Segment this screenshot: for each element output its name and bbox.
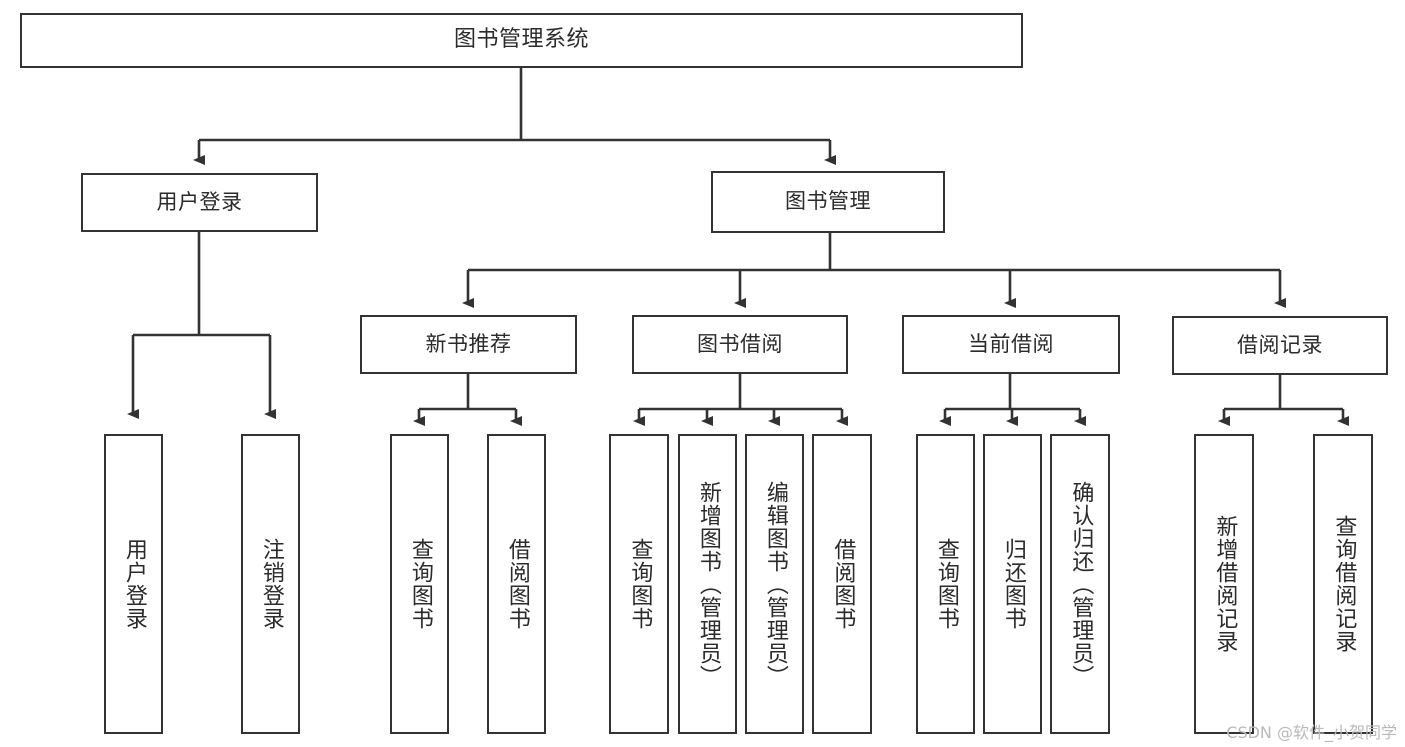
- node-current-borrowing[interactable]: 当前借阅: [902, 315, 1120, 374]
- node-label: 编辑图书（管理员）: [762, 480, 788, 688]
- node-book-management[interactable]: 图书管理: [711, 171, 945, 233]
- leaf-new-book-borrow-book[interactable]: 借阅图书: [487, 434, 546, 734]
- leaf-current-borrow-query-book[interactable]: 查询图书: [916, 434, 975, 734]
- leaf-new-book-query-book[interactable]: 查询图书: [390, 434, 449, 734]
- node-label: 查询图书: [933, 538, 959, 630]
- leaf-book-borrow-borrow-book[interactable]: 借阅图书: [812, 434, 872, 734]
- node-label: 查询图书: [627, 538, 653, 630]
- node-label: 借阅图书: [830, 538, 856, 630]
- node-label: 查询图书: [407, 538, 433, 630]
- node-label: 新书推荐: [425, 331, 512, 356]
- leaf-borrow-record-add-record[interactable]: 新增借阅记录: [1194, 434, 1254, 734]
- leaf-user-login-logout[interactable]: 注销登录: [241, 434, 300, 734]
- node-label: 用户登录: [121, 538, 147, 630]
- leaf-current-borrow-confirm-return-admin[interactable]: 确认归还（管理员）: [1050, 434, 1110, 734]
- leaf-book-borrow-query-book[interactable]: 查询图书: [609, 434, 669, 734]
- node-label: 借阅记录: [1237, 332, 1323, 357]
- node-label: 查询借阅记录: [1331, 515, 1357, 653]
- leaf-book-borrow-add-book-admin[interactable]: 新增图书（管理员）: [678, 434, 737, 734]
- leaf-borrow-record-query-record[interactable]: 查询借阅记录: [1313, 434, 1373, 734]
- node-root-book-management-system[interactable]: 图书管理系统: [20, 13, 1023, 68]
- node-label: 图书借阅: [697, 331, 783, 356]
- node-user-login[interactable]: 用户登录: [81, 173, 318, 232]
- node-book-borrowing[interactable]: 图书借阅: [632, 315, 848, 374]
- node-label: 借阅图书: [504, 538, 530, 630]
- leaf-book-borrow-edit-book-admin[interactable]: 编辑图书（管理员）: [745, 434, 804, 734]
- node-label: 图书管理系统: [453, 27, 589, 53]
- node-borrowing-record[interactable]: 借阅记录: [1172, 316, 1388, 375]
- node-label: 新增借阅记录: [1212, 515, 1238, 653]
- node-label: 确认归还（管理员）: [1068, 480, 1094, 688]
- node-label: 归还图书: [1000, 538, 1026, 630]
- node-label: 新增图书（管理员）: [695, 480, 721, 688]
- node-label: 用户登录: [156, 189, 243, 214]
- node-label: 图书管理: [785, 189, 871, 214]
- node-label: 注销登录: [258, 538, 284, 630]
- leaf-current-borrow-return-book[interactable]: 归还图书: [983, 434, 1042, 734]
- node-new-book-recommendation[interactable]: 新书推荐: [360, 315, 577, 374]
- leaf-user-login-login[interactable]: 用户登录: [104, 434, 163, 734]
- node-label: 当前借阅: [968, 331, 1054, 356]
